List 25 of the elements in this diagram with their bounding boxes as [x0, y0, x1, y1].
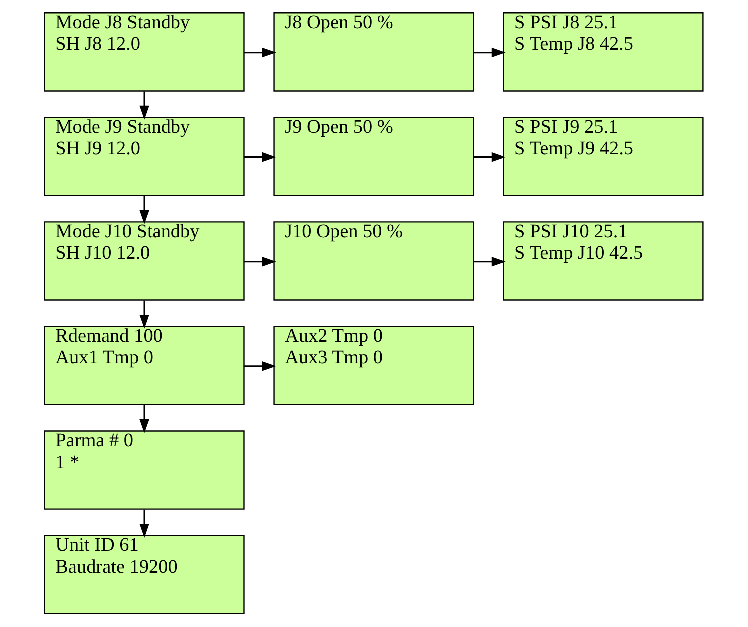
node-box: J9 Open 50 %: [274, 117, 474, 196]
node-box: S PSI J9 25.1 S Temp J9 42.5: [503, 117, 704, 196]
node-box: Mode J8 Standby SH J8 12.0: [44, 12, 245, 92]
arrow: [474, 48, 506, 58]
arrow: [140, 405, 150, 434]
node-box: Parma # 0 1 *: [44, 430, 245, 510]
arrow: [140, 300, 150, 329]
node-box: S PSI J8 25.1 S Temp J8 42.5: [503, 12, 704, 92]
arrow: [140, 510, 150, 538]
node-box: Aux2 Tmp 0 Aux3 Tmp 0: [274, 326, 474, 406]
arrow: [244, 48, 276, 58]
arrow: [244, 256, 276, 267]
node-box: Rdemand 100 Aux1 Tmp 0: [44, 326, 245, 406]
node-box: Unit ID 61 Baudrate 19200: [44, 535, 245, 614]
arrow: [244, 361, 276, 372]
arrow: [474, 256, 506, 267]
node-box: Mode J9 Standby SH J9 12.0: [44, 117, 245, 196]
arrow: [140, 196, 150, 224]
arrow: [474, 152, 506, 162]
node-box: J8 Open 50 %: [274, 12, 474, 92]
arrow: [244, 152, 276, 162]
node-box: Mode J10 Standby SH J10 12.0: [44, 222, 245, 301]
arrow: [140, 92, 150, 120]
node-box: S PSI J10 25.1 S Temp J10 42.5: [503, 222, 704, 301]
node-box: J10 Open 50 %: [274, 222, 474, 301]
